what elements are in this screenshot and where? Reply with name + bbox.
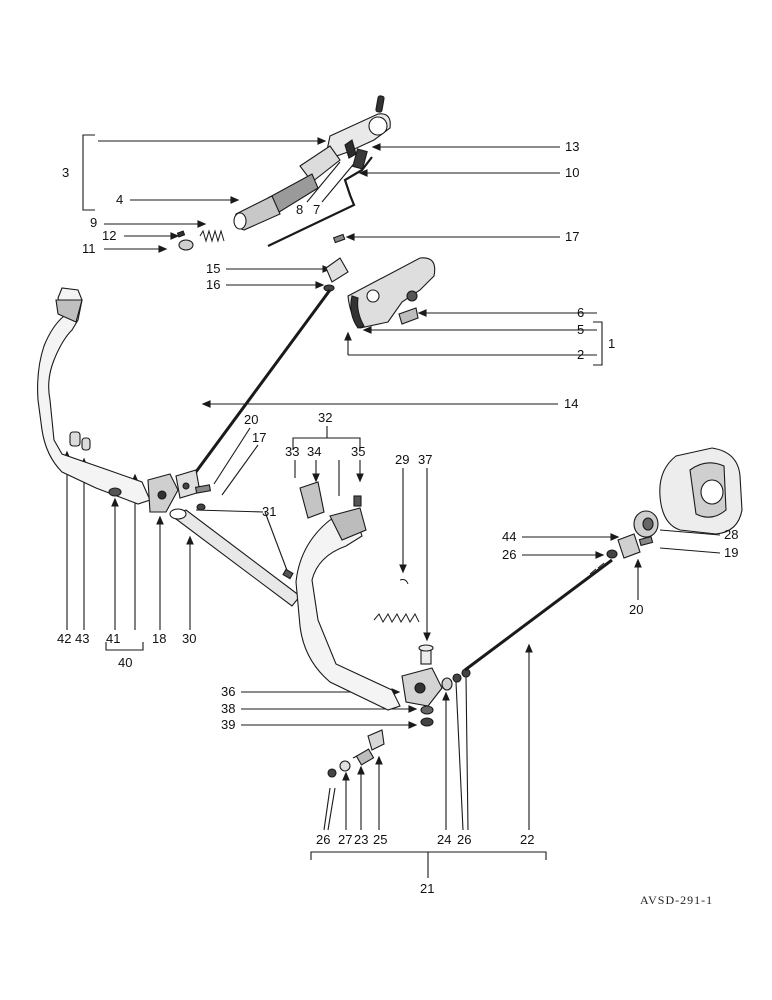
- callout-13: 13: [565, 139, 580, 154]
- callout-44: 44: [502, 529, 517, 544]
- callout-23: 23: [354, 832, 369, 847]
- callout-7: 7: [313, 202, 321, 217]
- callout-29: 29: [395, 452, 410, 467]
- callout-2: 2: [577, 347, 585, 362]
- hand-lever-assembly: [176, 95, 391, 251]
- callout-16: 16: [206, 277, 221, 292]
- callout-34: 34: [307, 444, 322, 459]
- callout-43: 43: [75, 631, 90, 646]
- callout-12: 12: [102, 228, 117, 243]
- callout-17-top: 17: [565, 229, 580, 244]
- brake-housing: [633, 447, 743, 538]
- callout-3: 3: [62, 165, 70, 180]
- callout-10: 10: [565, 165, 580, 180]
- callout-20-upper: 20: [244, 412, 259, 427]
- callout-5: 5: [577, 322, 585, 337]
- callout-35: 35: [351, 444, 366, 459]
- document-code: AVSD-291-1: [640, 893, 714, 907]
- callout-33: 33: [285, 444, 300, 459]
- callout-39: 39: [221, 717, 236, 732]
- connecting-rod: [188, 289, 332, 481]
- callout-6: 6: [577, 305, 585, 320]
- callout-28: 28: [724, 527, 739, 542]
- callout-41: 41: [106, 631, 121, 646]
- quadrant-assembly: [323, 233, 436, 329]
- callout-9: 9: [90, 215, 98, 230]
- callout-24: 24: [437, 832, 452, 847]
- callout-37: 37: [418, 452, 433, 467]
- callout-38: 38: [221, 701, 236, 716]
- threaded-rod: [464, 533, 654, 672]
- callout-36: 36: [221, 684, 236, 699]
- callout-31: 31: [262, 504, 277, 519]
- callout-42: 42: [57, 631, 72, 646]
- callout-20-right: 20: [629, 602, 644, 617]
- callout-18: 18: [152, 631, 167, 646]
- callout-15: 15: [206, 261, 221, 276]
- callout-27: 27: [338, 832, 353, 847]
- left-pedal: [37, 287, 212, 513]
- callout-22: 22: [520, 832, 535, 847]
- adjuster-kit: [327, 729, 385, 778]
- callout-30: 30: [182, 631, 197, 646]
- callout-32: 32: [318, 410, 333, 425]
- callout-26-right: 26: [502, 547, 517, 562]
- callout-4: 4: [116, 192, 124, 207]
- callout-21: 21: [420, 881, 435, 896]
- callout-17-lower: 17: [252, 430, 267, 445]
- callout-8: 8: [296, 202, 304, 217]
- callout-11: 11: [82, 241, 96, 256]
- right-pedal: [295, 481, 471, 727]
- callout-19: 19: [724, 545, 739, 560]
- leader-lines: [63, 134, 721, 878]
- callout-25: 25: [373, 832, 388, 847]
- callout-1: 1: [608, 336, 616, 351]
- callout-26-b: 26: [457, 832, 472, 847]
- callout-14: 14: [564, 396, 579, 411]
- callout-26-a: 26: [316, 832, 331, 847]
- callout-40: 40: [118, 655, 133, 670]
